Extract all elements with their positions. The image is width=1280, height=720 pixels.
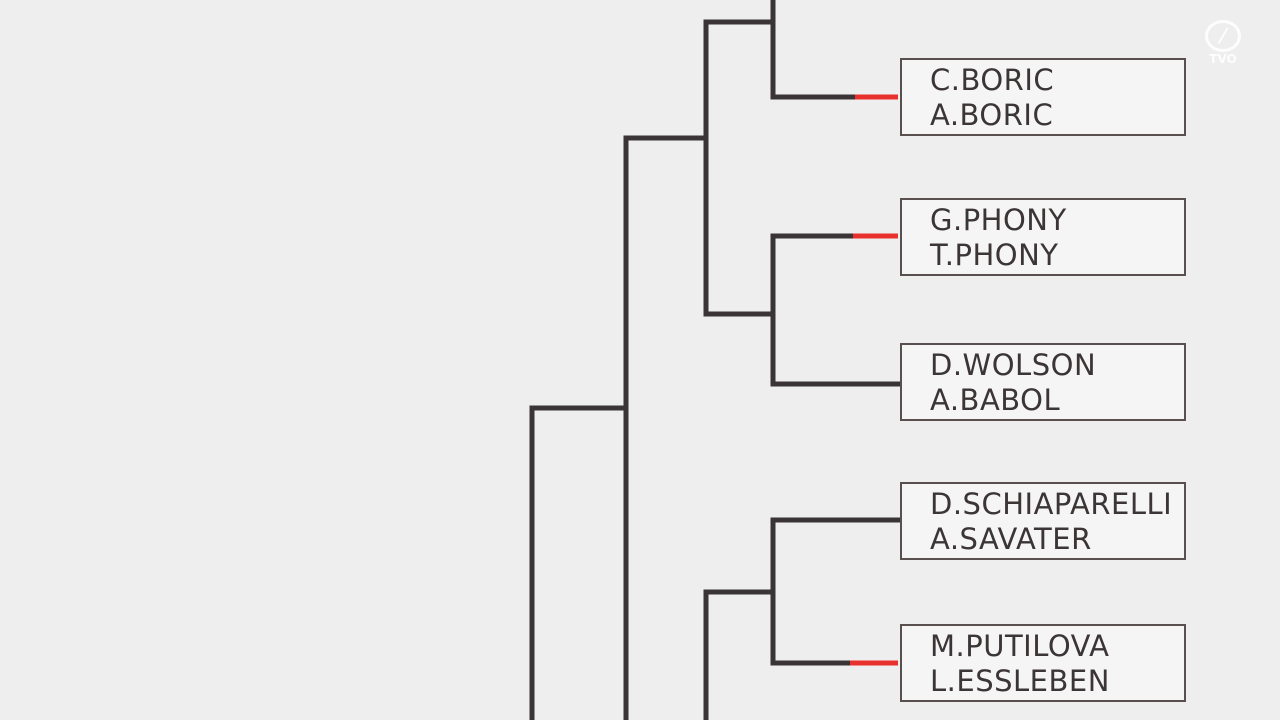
player-name: M.PUTILOVA	[930, 629, 1110, 663]
match-box: M.PUTILOVA L.ESSLEBEN	[900, 624, 1186, 702]
player-name: C.BORIC	[930, 63, 1055, 97]
bracket-line	[703, 589, 776, 720]
match-box: C.BORIC A.BORIC	[900, 58, 1186, 136]
bracket-line	[703, 19, 776, 317]
player-name: A.BORIC	[930, 98, 1054, 132]
player-name: D.SCHIAPARELLI	[930, 487, 1173, 521]
bracket-line	[529, 405, 629, 720]
player-name: A.BABOL	[930, 383, 1061, 417]
player-name: A.SAVATER	[930, 522, 1092, 556]
player-name: L.ESSLEBEN	[930, 664, 1110, 698]
match-box: D.WOLSON A.BABOL	[900, 343, 1186, 421]
match-box: G.PHONY T.PHONY	[900, 198, 1186, 276]
player-name: G.PHONY	[930, 203, 1067, 237]
bracket-line	[623, 135, 709, 720]
bracket-line	[770, 0, 858, 100]
bracket-line	[770, 233, 901, 387]
player-name: T.PHONY	[930, 238, 1059, 272]
match-box: D.SCHIAPARELLI A.SAVATER	[900, 482, 1186, 560]
bracket-line	[770, 517, 901, 666]
broadcaster-logo: ⁄TVO	[1198, 20, 1248, 70]
player-name: D.WOLSON	[930, 348, 1097, 382]
